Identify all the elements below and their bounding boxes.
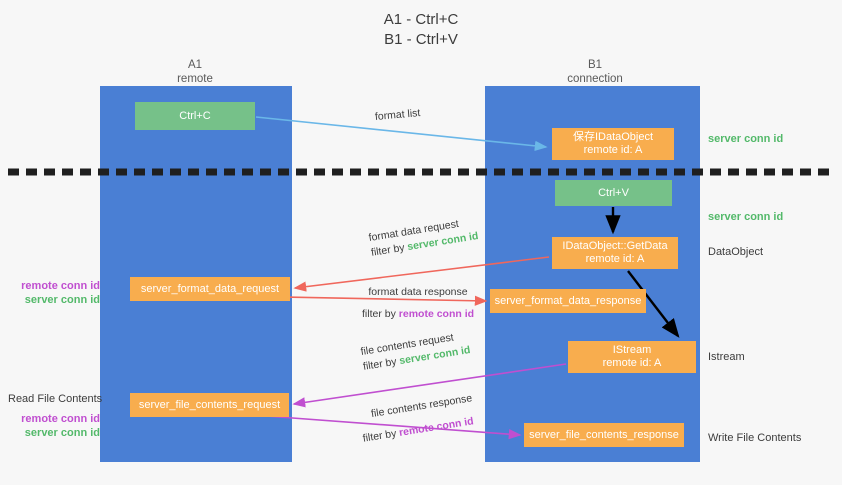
column-a1-role: remote — [177, 73, 213, 85]
column-a1-name: A1 — [187, 59, 203, 71]
note-dataobject: DataObject — [708, 246, 764, 258]
node-istream[interactable]: IStream remote id: A — [568, 341, 696, 373]
title-line-2: B1 - Ctrl+V — [384, 31, 458, 48]
node-server-format-data-response[interactable]: server_format_data_response — [490, 289, 646, 313]
note-read-file-contents: Read File Contents — [8, 393, 103, 405]
note-left-remote-conn-id-1: remote conn id — [21, 280, 100, 292]
note-left-server-conn-id-2: server conn id — [24, 427, 100, 439]
column-header-a1: A1 remote — [120, 58, 270, 86]
node-server-file-contents-request[interactable]: server_file_contents_request — [130, 393, 289, 417]
phase-separator — [8, 168, 834, 176]
note-right-server-conn-id-2: server conn id — [708, 211, 784, 223]
note-left-remote-conn-id-2: remote conn id — [21, 413, 100, 425]
page-title: A1 - Ctrl+C B1 - Ctrl+V — [0, 10, 842, 50]
filter-remote-conn-id: remote conn id — [398, 308, 475, 320]
node-idataobject-getdata[interactable]: IDataObject::GetData remote id: A — [552, 237, 678, 269]
column-b1-name: B1 — [587, 59, 603, 71]
node-istream-line1: IStream — [612, 344, 652, 356]
title-line-1: A1 - Ctrl+C — [383, 11, 459, 28]
node-idataobject-line1: 保存IDataObject — [572, 131, 654, 143]
note-istream: Istream — [708, 351, 745, 363]
node-ctrl-c[interactable]: Ctrl+C — [135, 102, 255, 130]
arrow-format-data-request — [293, 256, 550, 292]
arrow-getdata-to-istream — [627, 270, 680, 338]
arrow-format-list — [255, 116, 548, 151]
note-left-server-conn-id-1: server conn id — [24, 294, 100, 306]
node-server-file-contents-response[interactable]: server_file_contents_response — [524, 423, 684, 447]
column-header-b1: B1 connection — [520, 58, 670, 86]
node-server-file-contents-request-label: server_file_contents_request — [138, 398, 281, 411]
note-left-conn-ids-1: remote conn id server conn id — [8, 279, 100, 307]
node-ctrl-c-label: Ctrl+C — [179, 109, 211, 122]
node-server-format-data-request-label: server_format_data_request — [140, 282, 280, 295]
node-getdata-line1: IDataObject::GetData — [562, 240, 668, 252]
note-right-server-conn-id-1: server conn id — [708, 133, 784, 145]
label-format-data-response: format data response filter by remote co… — [362, 285, 474, 322]
node-server-format-data-response-label: server_format_data_response — [494, 294, 642, 307]
arrow-file-contents-request — [292, 363, 567, 408]
node-getdata-line2: remote id: A — [585, 253, 645, 265]
note-write-file-contents: Write File Contents — [708, 432, 802, 444]
node-server-file-contents-response-label: server_file_contents_response — [529, 428, 679, 441]
note-left-conn-ids-2: remote conn id server conn id — [8, 412, 100, 440]
node-ctrl-v[interactable]: Ctrl+V — [555, 180, 672, 206]
label-format-list-text: format list — [374, 107, 421, 123]
node-idataobject-line2: remote id: A — [583, 144, 643, 156]
node-ctrl-v-label: Ctrl+V — [598, 186, 629, 199]
node-istream-line2: remote id: A — [602, 357, 662, 369]
column-b1-role: connection — [567, 73, 623, 85]
node-server-format-data-request[interactable]: server_format_data_request — [130, 277, 290, 301]
node-idataobject[interactable]: 保存IDataObject remote id: A — [552, 128, 674, 160]
label-format-data-response-text: format data response — [368, 286, 468, 298]
label-format-data-response-filter: filter by remote conn id — [362, 308, 475, 320]
